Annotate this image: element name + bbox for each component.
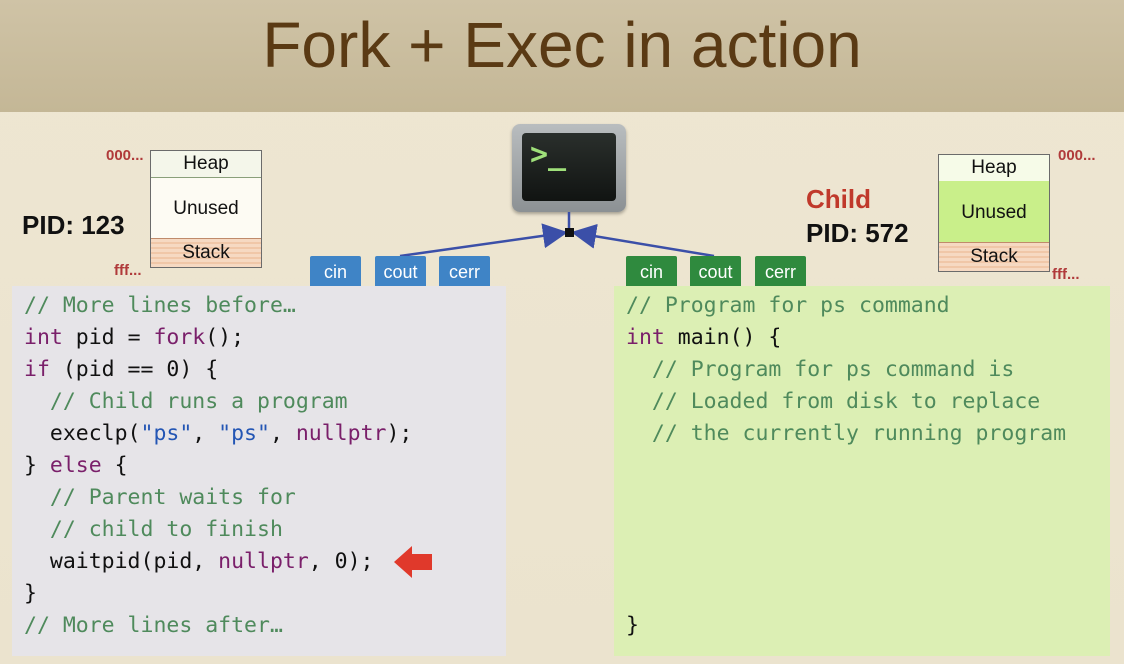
terminal-icon: >_ bbox=[512, 124, 626, 212]
current-line-arrow-icon bbox=[394, 546, 432, 578]
code-token: main() { bbox=[664, 325, 782, 350]
child-addr-bottom: fff... bbox=[1052, 266, 1080, 283]
code-token: // Child runs a program bbox=[49, 389, 348, 414]
parent-code-panel: // More lines before…int pid = fork();if… bbox=[12, 286, 506, 656]
code-token: // Program for ps command is bbox=[651, 357, 1015, 382]
code-token: { bbox=[101, 453, 128, 478]
child-code-line bbox=[626, 450, 1098, 482]
code-token bbox=[24, 389, 50, 414]
parent-addr-bottom: fff... bbox=[114, 262, 142, 279]
code-token: else bbox=[49, 453, 102, 478]
parent-code-line: } else { bbox=[24, 450, 494, 482]
code-token: // More lines after… bbox=[24, 613, 283, 638]
parent-code-line: // Parent waits for bbox=[24, 482, 494, 514]
parent-addr-top: 000... bbox=[106, 147, 144, 164]
junction-node bbox=[565, 228, 574, 237]
child-code-line bbox=[626, 482, 1098, 514]
code-token: , 0); bbox=[308, 549, 374, 574]
child-pid: PID: 572 bbox=[806, 218, 909, 248]
code-token: } bbox=[24, 581, 37, 606]
code-token bbox=[24, 485, 50, 510]
code-token: // child to finish bbox=[49, 517, 283, 542]
child-code-line bbox=[626, 578, 1098, 610]
parent-pid: PID: 123 bbox=[22, 210, 125, 240]
code-token: // More lines before… bbox=[24, 293, 296, 318]
child-stream-cerr: cerr bbox=[755, 256, 806, 288]
code-token bbox=[626, 389, 652, 414]
child-code-line bbox=[626, 546, 1098, 578]
code-token: "ps" bbox=[218, 421, 270, 446]
code-token: "ps" bbox=[140, 421, 193, 446]
child-code-line: // the currently running program bbox=[626, 418, 1098, 450]
code-token: , bbox=[269, 421, 296, 446]
parent-stream-cin: cin bbox=[310, 256, 361, 288]
child-label: Child bbox=[806, 184, 871, 214]
child-heap: Heap bbox=[939, 155, 1049, 182]
code-token: if bbox=[24, 357, 50, 382]
title-band bbox=[0, 0, 1124, 112]
child-code-line: } bbox=[626, 610, 1098, 642]
code-token: int bbox=[24, 325, 63, 350]
code-token: (pid == 0) { bbox=[49, 357, 219, 382]
child-stream-cin: cin bbox=[626, 256, 677, 288]
code-token: execlp( bbox=[24, 421, 141, 446]
code-token: (); bbox=[205, 325, 245, 350]
code-token: , bbox=[192, 421, 219, 446]
parent-cout-link bbox=[399, 223, 568, 258]
parent-code-line: if (pid == 0) { bbox=[24, 354, 494, 386]
child-memory-diagram: Heap Unused Stack bbox=[938, 154, 1050, 272]
parent-unused: Unused bbox=[173, 198, 239, 219]
child-code-line: // Program for ps command bbox=[626, 290, 1098, 322]
code-token: // the currently running program bbox=[651, 421, 1067, 446]
code-token: fork bbox=[153, 325, 206, 350]
code-token: waitpid(pid, bbox=[24, 549, 219, 574]
terminal-screen: >_ bbox=[522, 133, 616, 201]
code-token bbox=[626, 357, 652, 382]
child-code-line: int main() { bbox=[626, 322, 1098, 354]
child-cout-link bbox=[571, 223, 715, 258]
slide-title: Fork + Exec in action bbox=[262, 9, 862, 81]
parent-code-line: // Child runs a program bbox=[24, 386, 494, 418]
parent-heap: Heap bbox=[151, 151, 261, 178]
code-token: // Parent waits for bbox=[49, 485, 296, 510]
parent-code-line: waitpid(pid, nullptr, 0); bbox=[24, 546, 494, 578]
code-token: pid = bbox=[62, 325, 154, 350]
parent-code-line: // More lines after… bbox=[24, 610, 494, 642]
parent-code-line: int pid = fork(); bbox=[24, 322, 494, 354]
child-code-line bbox=[626, 514, 1098, 546]
code-token bbox=[24, 517, 50, 542]
code-token: int bbox=[626, 325, 665, 350]
parent-code-line: // More lines before… bbox=[24, 290, 494, 322]
parent-code-line: execlp("ps", "ps", nullptr); bbox=[24, 418, 494, 450]
child-code-line: // Program for ps command is bbox=[626, 354, 1098, 386]
code-token: ); bbox=[386, 421, 413, 446]
child-stack: Stack bbox=[939, 242, 1049, 271]
parent-memory-diagram: Heap Unused Stack bbox=[150, 150, 262, 268]
code-token: } bbox=[24, 453, 50, 478]
code-token: // Program for ps command bbox=[626, 293, 950, 318]
child-unused: Unused bbox=[939, 181, 1049, 245]
parent-stream-cout: cout bbox=[375, 256, 426, 288]
parent-stack: Stack bbox=[151, 238, 261, 267]
terminal-prompt: >_ bbox=[530, 137, 567, 172]
code-token bbox=[626, 421, 652, 446]
code-token: } bbox=[626, 613, 639, 638]
parent-code-line: } bbox=[24, 578, 494, 610]
code-token: nullptr bbox=[295, 421, 387, 446]
parent-stream-cerr: cerr bbox=[439, 256, 490, 288]
code-token: nullptr bbox=[218, 549, 309, 574]
child-code-line: // Loaded from disk to replace bbox=[626, 386, 1098, 418]
code-token: // Loaded from disk to replace bbox=[651, 389, 1041, 414]
parent-code-line: // child to finish bbox=[24, 514, 494, 546]
child-addr-top: 000... bbox=[1058, 147, 1096, 164]
child-code-panel: // Program for ps command int main() { //… bbox=[614, 286, 1110, 656]
child-stream-cout: cout bbox=[690, 256, 741, 288]
